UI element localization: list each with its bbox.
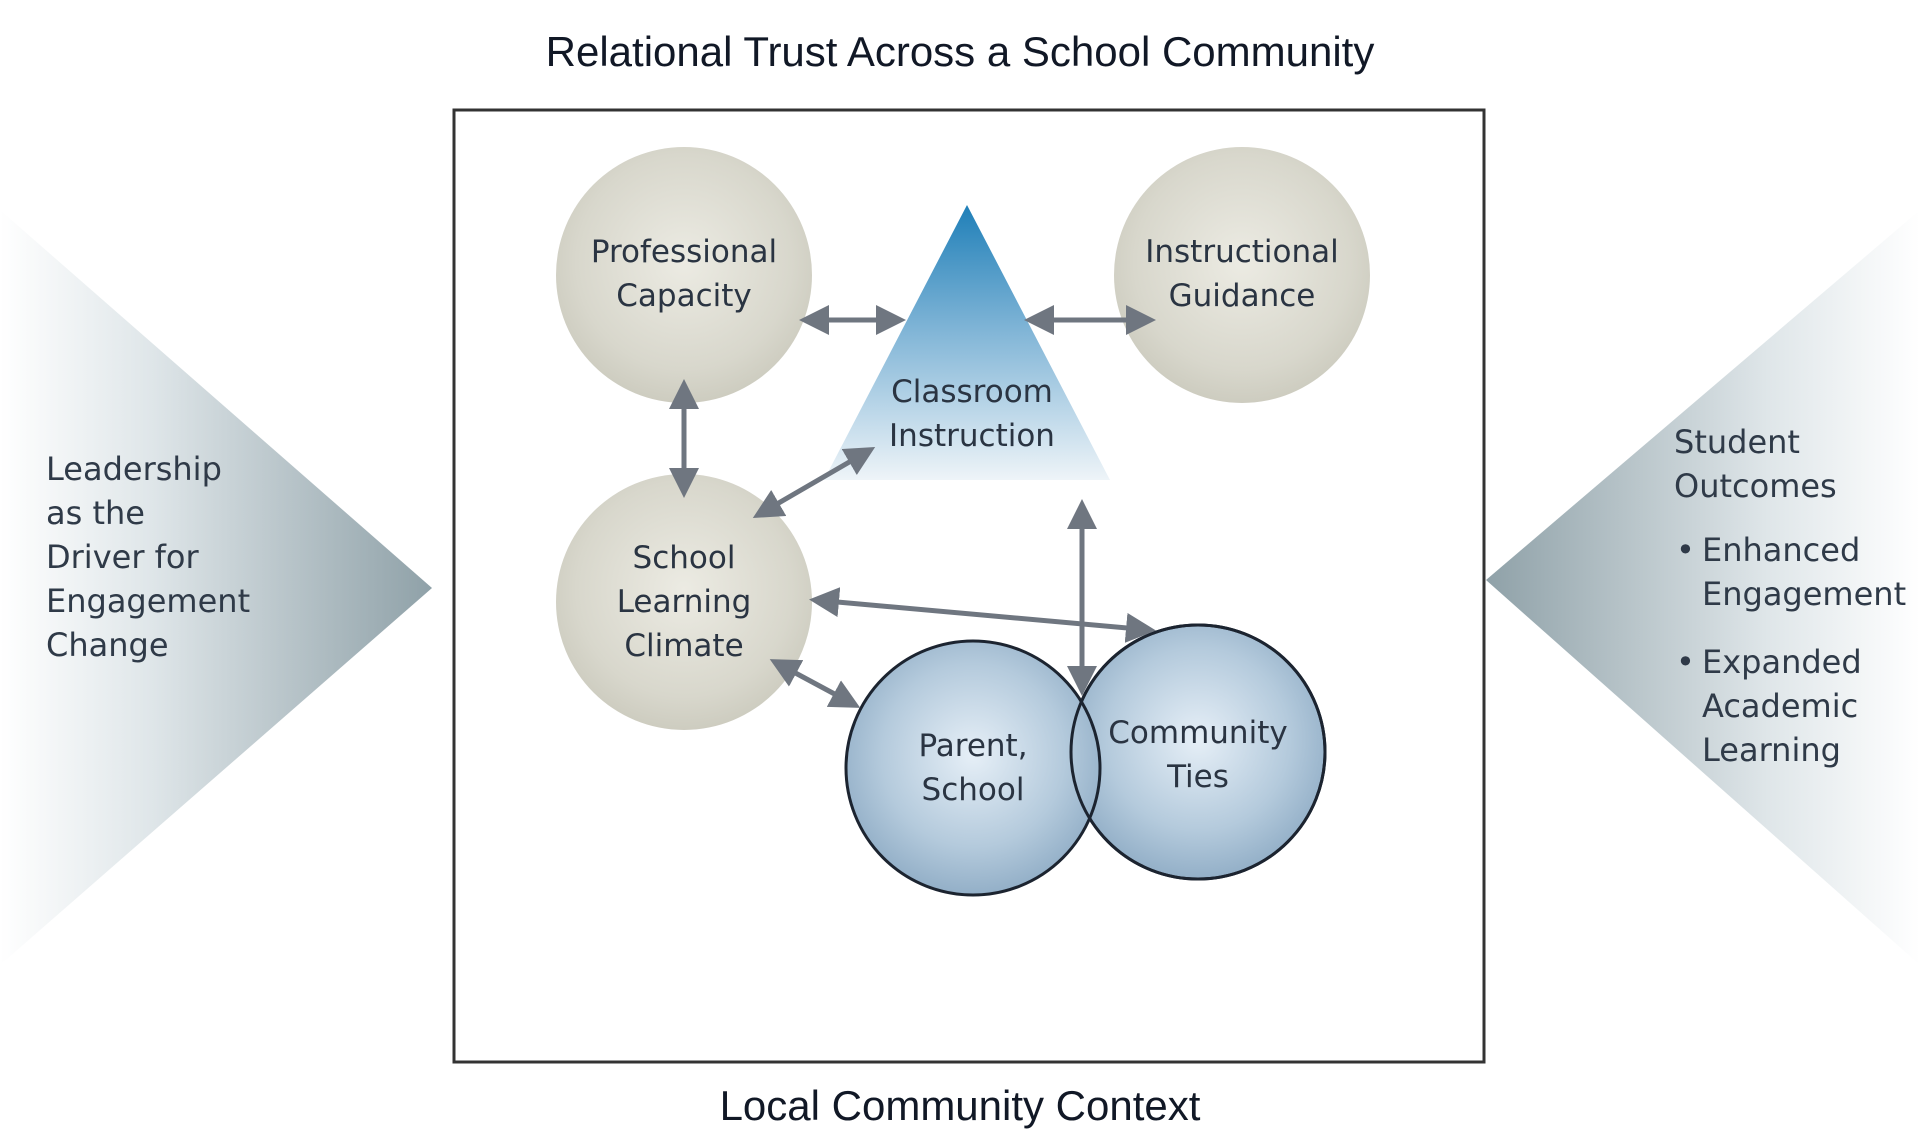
student-outcomes-list: Enhanced Engagement Expanded Academic Le…	[1674, 528, 1914, 772]
leadership-driver-text: Leadership as the Driver for Engagement …	[46, 450, 251, 664]
student-outcomes-heading: Student Outcomes	[1674, 423, 1837, 505]
outcome-bullet-learning: Expanded Academic Learning	[1674, 640, 1914, 772]
arrow-climate-parent	[769, 659, 861, 708]
student-outcomes-panel: Student Outcomes Enhanced Engagement Exp…	[1674, 420, 1914, 796]
professional-capacity-circle	[556, 147, 812, 403]
left-chevron	[0, 210, 432, 965]
community-ties-outline	[1069, 623, 1327, 881]
professional-capacity-label: Professional Capacity	[590, 234, 778, 314]
school-learning-climate-circle	[556, 474, 812, 730]
arrow-climate-instruction	[752, 446, 876, 519]
parent-school-label: Parent, School	[918, 728, 1028, 808]
classroom-instruction-label: Classroom Instruction	[889, 374, 1055, 454]
footer-title: Local Community Context	[719, 1082, 1201, 1129]
classroom-instruction-triangle	[824, 205, 1110, 480]
community-ties-label: Community Ties	[1108, 715, 1288, 795]
diagram-title: Relational Trust Across a School Communi…	[545, 28, 1375, 75]
outcome-bullet-engagement: Enhanced Engagement	[1674, 528, 1914, 616]
instructional-guidance-label: Instructional Guidance	[1145, 234, 1339, 314]
school-learning-climate-label: School Learning Climate	[616, 540, 752, 664]
instructional-guidance-circle	[1114, 147, 1370, 403]
